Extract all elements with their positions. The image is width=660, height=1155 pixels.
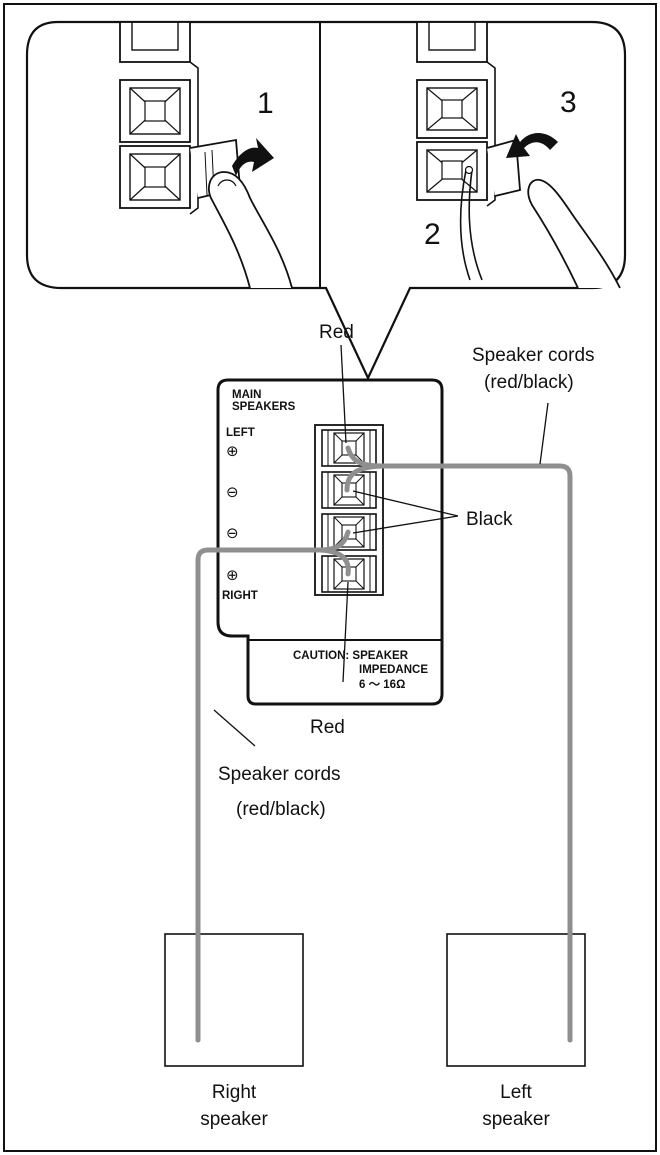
plus-left-icon: ⊕ (226, 442, 239, 460)
step-1-label: 1 (257, 87, 274, 120)
inset-callout: 1 2 3 (25, 20, 627, 381)
red-label-top: Red (319, 322, 354, 343)
panel-title-main: MAIN (232, 389, 261, 401)
speaker-terminal-panel: MAIN SPEAKERS LEFT ⊕ ⊖ ⊖ ⊕ RIGHT CAUTION… (216, 378, 444, 706)
press-arrow-icon (232, 138, 274, 176)
panel-left-label: LEFT (226, 427, 255, 439)
right-speaker-cord-red (317, 547, 351, 577)
right-speaker-cord-black (195, 529, 351, 1043)
speaker-cords (195, 445, 573, 1043)
leader-lines (213, 344, 549, 747)
panel-right-label: RIGHT (222, 590, 258, 602)
left-speaker-box (446, 933, 586, 1067)
release-arrow-icon (506, 133, 558, 158)
page-frame (3, 3, 657, 1152)
left-speaker-label-line1: Left (500, 1082, 532, 1103)
left-speaker-cord-red (345, 445, 573, 1043)
left-speaker-cord-black (344, 463, 385, 493)
black-label: Black (466, 509, 513, 530)
caution-line-2: IMPEDANCE (359, 664, 428, 676)
left-speaker-label-line2: speaker (482, 1109, 550, 1130)
right-speaker-label-line1: Right (212, 1082, 257, 1103)
minus-right-icon: ⊖ (226, 524, 239, 542)
caution-line-1: CAUTION: SPEAKER (293, 650, 409, 662)
cords-label-right-line2: (red/black) (484, 372, 574, 393)
right-speaker-box (164, 933, 304, 1067)
caution-line-3: 6 ～ 16Ω (359, 679, 405, 691)
red-label-bottom: Red (310, 717, 345, 738)
minus-left-icon: ⊖ (226, 483, 239, 501)
panel-title-speakers: SPEAKERS (232, 401, 296, 413)
cords-label-right-line1: Speaker cords (472, 345, 595, 366)
cords-label-left-line2: (red/black) (236, 799, 326, 820)
step-3-label: 3 (560, 86, 577, 119)
plus-right-icon: ⊕ (226, 566, 239, 584)
cords-label-left-line1: Speaker cords (218, 764, 341, 785)
step-2-label: 2 (424, 218, 441, 251)
inset-press-lever (119, 21, 293, 289)
right-speaker-label-line2: speaker (200, 1109, 268, 1130)
inset-insert-cord (416, 21, 621, 289)
